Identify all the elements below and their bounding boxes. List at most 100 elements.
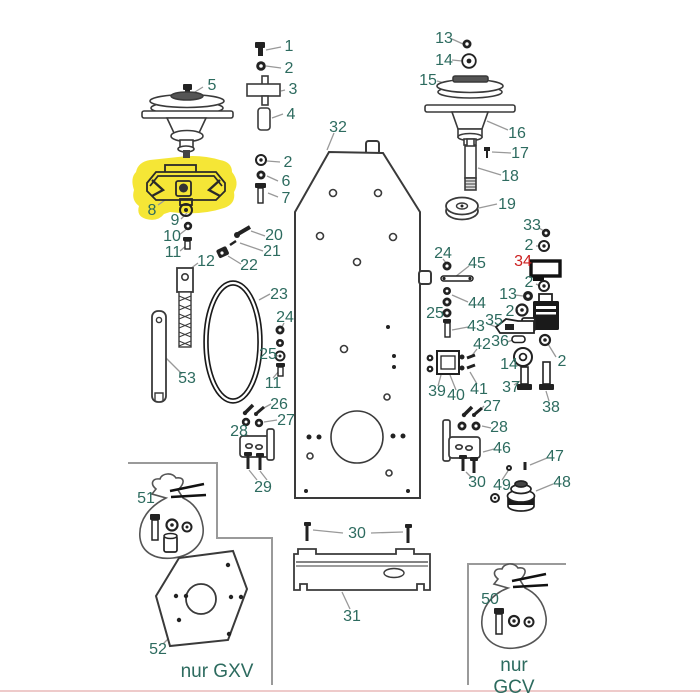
part-2-washer-top (256, 61, 266, 71)
part-9-washer (179, 203, 193, 217)
part-callout-26: 26 (270, 396, 288, 413)
part-callout-45: 45 (468, 255, 486, 272)
part-27-washers-left (241, 417, 264, 428)
part-callout-50: 50 (481, 591, 499, 608)
part-32-deck-plate (294, 140, 432, 499)
part-26-bolts (242, 403, 265, 416)
part-30-bolts-right (459, 455, 478, 473)
part-callout-22: 22 (240, 257, 258, 274)
part-callout-15: 15 (419, 72, 437, 89)
part-13-washer-mid (523, 291, 533, 301)
part-callout-11: 11 (264, 375, 282, 392)
part-callout-36: 36 (491, 333, 509, 350)
part-18-shaft (464, 138, 477, 191)
part-callout-5: 5 (207, 77, 217, 94)
part-50-hardware-bag (481, 563, 549, 650)
part-callout-25: 25 (426, 305, 444, 322)
part-20-bolt (234, 225, 252, 238)
part-callout-32: 32 (329, 119, 347, 136)
part-29-bolts (244, 452, 264, 470)
part-callout-16: 16 (508, 125, 526, 142)
part-callout-48: 48 (553, 474, 571, 491)
part-callout-27: 27 (277, 412, 295, 429)
part-callout-12: 12 (197, 253, 215, 270)
part-14-washer-mid (513, 347, 533, 367)
part-2-washer-r1 (538, 240, 550, 252)
part-2-washer-r2 (538, 280, 550, 292)
part-callout-25: 25 (259, 346, 277, 363)
part-7-bolt (255, 183, 266, 204)
part-callout-35: 35 (485, 312, 503, 329)
part-28-washers-right (457, 421, 481, 431)
part-callout-40: 40 (447, 387, 465, 404)
part-callout-23: 23 (270, 286, 288, 303)
part-2-washer-r4 (538, 333, 552, 347)
part-callout-52: 52 (149, 641, 167, 658)
part-callout-30: 30 (348, 525, 366, 542)
part-44-washers (442, 287, 452, 318)
part-callout-29: 29 (254, 479, 272, 496)
part-11-bolt-lower (276, 363, 285, 377)
part-callout-4: 4 (286, 106, 296, 123)
caption-nur-gxv: nur GXV (180, 661, 254, 683)
part-15-pulley (436, 75, 504, 99)
part-callout-42: 42 (473, 336, 491, 353)
part-33-washer (541, 228, 551, 238)
part-14-washer-top (461, 53, 477, 69)
part-callout-27: 27 (483, 398, 501, 415)
part-callout-6: 6 (281, 173, 291, 190)
part-callout-18: 18 (501, 168, 519, 185)
part-callout-2: 2 (505, 303, 515, 320)
part-3-trunnion (246, 75, 281, 106)
part-52-adapter-plate (154, 549, 249, 648)
part-25-washer-left (274, 350, 286, 362)
part-callout-3: 3 (288, 81, 298, 98)
part-callout-20: 20 (265, 227, 283, 244)
part-31-belt-guard (293, 548, 431, 591)
part-callout-1: 1 (284, 38, 294, 55)
part-23-belt (203, 280, 263, 404)
part-37-bolt (517, 366, 532, 390)
part-callout-13: 13 (435, 30, 453, 47)
part-callout-19: 19 (498, 196, 516, 213)
part-30-bolts-center (304, 522, 412, 543)
part-27-bolts-right (461, 405, 483, 418)
part-callout-11: 11 (164, 244, 182, 261)
part-callout-51: 51 (137, 490, 155, 507)
part-callout-53: 53 (178, 370, 196, 387)
region-borders (128, 462, 566, 685)
part-6-washer (256, 170, 266, 180)
part-39-40-bracket (426, 350, 465, 375)
part-53-bar (151, 310, 167, 403)
part-8-housing (146, 164, 226, 206)
part-callout-31: 31 (343, 608, 361, 625)
part-38-bolt (539, 361, 554, 390)
part-36-slide (511, 335, 526, 344)
part-callout-8: 8 (147, 202, 157, 219)
part-callout-28: 28 (490, 419, 508, 436)
part-callout-46: 46 (493, 440, 511, 457)
part-46-bracket (442, 419, 481, 462)
part-callout-2: 2 (284, 60, 294, 77)
caption-nur-gcv: nur GCV (493, 655, 535, 698)
part-callout-9: 9 (170, 212, 180, 229)
part-51-hardware-bag (139, 473, 207, 560)
part-callout-49: 49 (493, 477, 511, 494)
part-callout-21: 21 (263, 243, 281, 260)
part-1-bolt (255, 42, 265, 56)
part-13-nut-top (462, 39, 472, 49)
part-callout-34: 34 (514, 253, 532, 270)
part-24-washers-left (275, 325, 285, 347)
part-19-disc (445, 196, 479, 221)
part-callout-44: 44 (468, 295, 486, 312)
part-41-pins (466, 353, 476, 370)
part-callout-47: 47 (546, 448, 564, 465)
part-callout-2: 2 (557, 353, 567, 370)
part-callout-33: 33 (523, 217, 541, 234)
part-callout-2: 2 (524, 237, 534, 254)
part-callout-24: 24 (434, 245, 452, 262)
part-callout-10: 10 (163, 228, 181, 245)
part-49-washers (490, 465, 512, 503)
